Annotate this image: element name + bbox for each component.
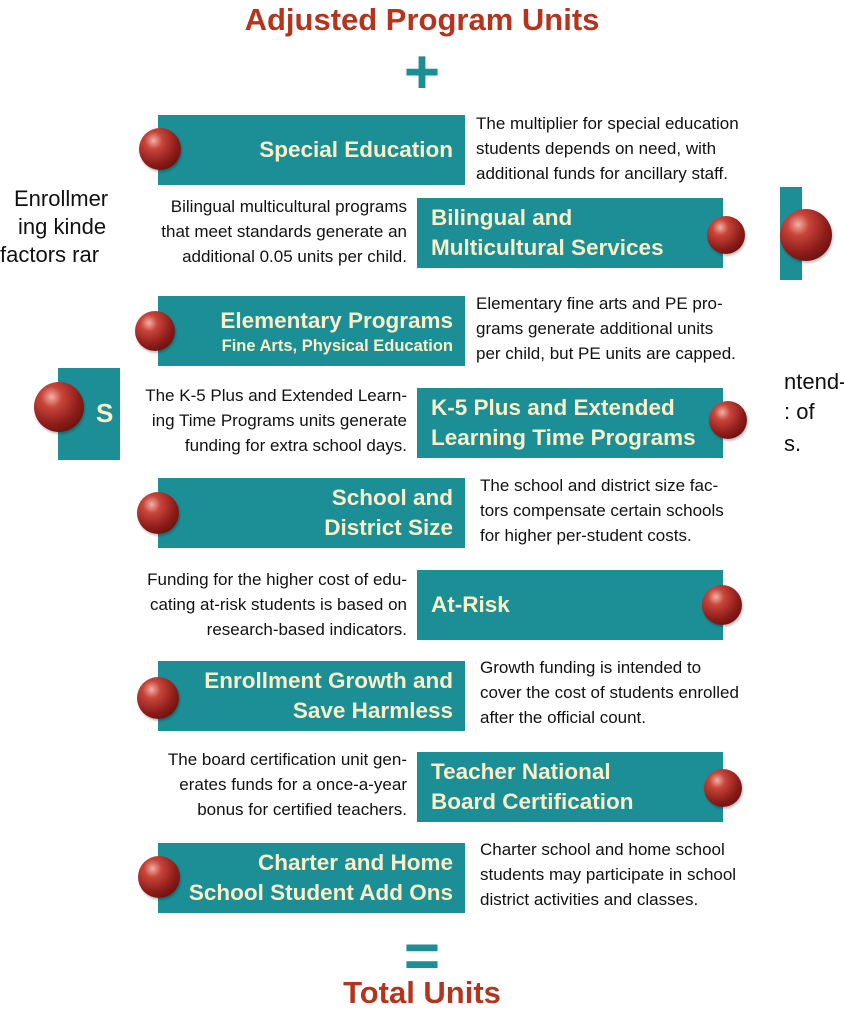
background-sphere-left [34, 382, 84, 432]
bar-elementary-programs: Elementary Programs Fine Arts, Physical … [158, 296, 465, 366]
background-text-right-line-2: : of [784, 399, 815, 424]
bar-enrollment-growth: Enrollment Growth and Save Harmless [158, 661, 465, 731]
bar-teacher-board-certification: Teacher National Board Certification [417, 752, 723, 822]
description-line: tors compensate certain schools [480, 501, 724, 520]
label-school-district-line-2: District Size [324, 515, 453, 540]
description-line: funding for extra school days. [184, 436, 407, 455]
description-line: The board certification unit gen- [167, 750, 407, 769]
background-text-left-line-1: Enrollmer [14, 186, 109, 211]
description-line: The K-5 Plus and Extended Learn- [145, 386, 407, 405]
label-teacher-line-1: Teacher National [431, 759, 611, 784]
background-text-left-line-3: factors rar [0, 242, 100, 267]
description-line: additional 0.05 units per child. [182, 247, 407, 266]
label-at-risk: At-Risk [431, 592, 510, 617]
label-charter-line-1: Charter and Home [257, 850, 453, 875]
description-line: grams generate additional units [476, 319, 714, 338]
description-line: that meet standards generate an [161, 222, 407, 241]
description-elementary-programs: Elementary fine arts and PE pro- grams g… [476, 291, 736, 366]
total-units-title: Total Units [343, 975, 501, 1010]
sphere-special-education [139, 128, 181, 170]
description-line: additional funds for ancillary staff. [476, 164, 728, 183]
description-line: district activities and classes. [480, 890, 699, 909]
description-bilingual-multicultural: Bilingual multicultural programs that me… [161, 194, 407, 269]
label-enrollment-line-1: Enrollment Growth and [204, 668, 453, 693]
background-text-left-line-2: ing kinde [18, 214, 107, 239]
description-line: cating at-risk students is based on [149, 595, 407, 614]
description-charter-home-school: Charter school and home school students … [480, 837, 736, 912]
equals-icon: = [403, 922, 441, 991]
description-at-risk: Funding for the higher cost of edu- cati… [147, 567, 407, 642]
sphere-teacher-board-certification [704, 769, 742, 807]
bar-school-district-size: School and District Size [158, 478, 465, 548]
description-line: Bilingual multicultural programs [170, 197, 407, 216]
label-k5-line-2: Learning Time Programs [431, 425, 696, 450]
bar-charter-home-school: Charter and Home School Student Add Ons [158, 843, 465, 913]
label-k5-line-1: K-5 Plus and Extended [431, 395, 675, 420]
description-line: research-based indicators. [206, 620, 407, 639]
label-teacher-line-2: Board Certification [431, 789, 634, 814]
description-line: for higher per-student costs. [480, 526, 692, 545]
label-charter-line-2: School Student Add Ons [188, 880, 453, 905]
description-line: The school and district size fac- [480, 476, 719, 495]
description-line: students depends on need, with [476, 139, 717, 158]
label-bilingual-line-2: Multicultural Services [431, 235, 664, 260]
sphere-enrollment-growth [137, 677, 179, 719]
page-title: Adjusted Program Units [244, 2, 600, 37]
description-line: The multiplier for special education [476, 114, 739, 133]
label-elementary-programs: Elementary Programs [220, 308, 453, 333]
label-school-district-line-1: School and [331, 485, 453, 510]
bar-at-risk: At-Risk [417, 570, 723, 640]
bar-bilingual-multicultural: Bilingual and Multicultural Services [417, 198, 723, 268]
bar-special-education: Special Education [158, 115, 465, 185]
sphere-school-district-size [137, 492, 179, 534]
description-line: erates funds for a once-a-year [179, 775, 407, 794]
background-sphere-right [780, 209, 832, 261]
description-teacher-board-certification: The board certification unit gen- erates… [168, 747, 407, 822]
description-line: ing Time Programs units generate [151, 411, 407, 430]
description-enrollment-growth: Growth funding is intended to cover the … [480, 655, 739, 730]
sphere-at-risk [702, 585, 742, 625]
label-enrollment-line-2: Save Harmless [292, 698, 453, 723]
sphere-k5-plus-extended-learning [709, 401, 747, 439]
background-letter-s: S [96, 398, 114, 428]
description-line: Growth funding is intended to [480, 658, 702, 677]
bar-k5-plus-extended-learning: K-5 Plus and Extended Learning Time Prog… [417, 388, 723, 458]
background-text-right-line-1: ntend- [784, 369, 844, 394]
description-school-district-size: The school and district size fac- tors c… [480, 473, 724, 548]
description-k5-plus-extended-learning: The K-5 Plus and Extended Learn- ing Tim… [145, 383, 407, 458]
description-special-education: The multiplier for special education stu… [476, 111, 739, 186]
plus-icon: + [403, 38, 441, 107]
description-line: cover the cost of students enrolled [480, 683, 739, 702]
description-line: Funding for the higher cost of edu- [147, 570, 407, 589]
label-bilingual-line-1: Bilingual and [431, 205, 573, 230]
sphere-bilingual-multicultural [707, 216, 745, 254]
label-special-education: Special Education [259, 137, 453, 162]
description-line: per child, but PE units are capped. [476, 344, 736, 363]
description-line: after the official count. [480, 708, 647, 727]
description-line: students may participate in school [480, 865, 737, 884]
sublabel-fine-arts-pe: Fine Arts, Physical Education [221, 337, 453, 355]
background-text-right-line-3: s. [784, 431, 802, 456]
description-line: Charter school and home school [480, 840, 725, 859]
description-line: Elementary fine arts and PE pro- [476, 294, 723, 313]
sphere-elementary-programs [135, 311, 175, 351]
sphere-charter-home-school [138, 856, 180, 898]
description-line: bonus for certified teachers. [197, 800, 407, 819]
